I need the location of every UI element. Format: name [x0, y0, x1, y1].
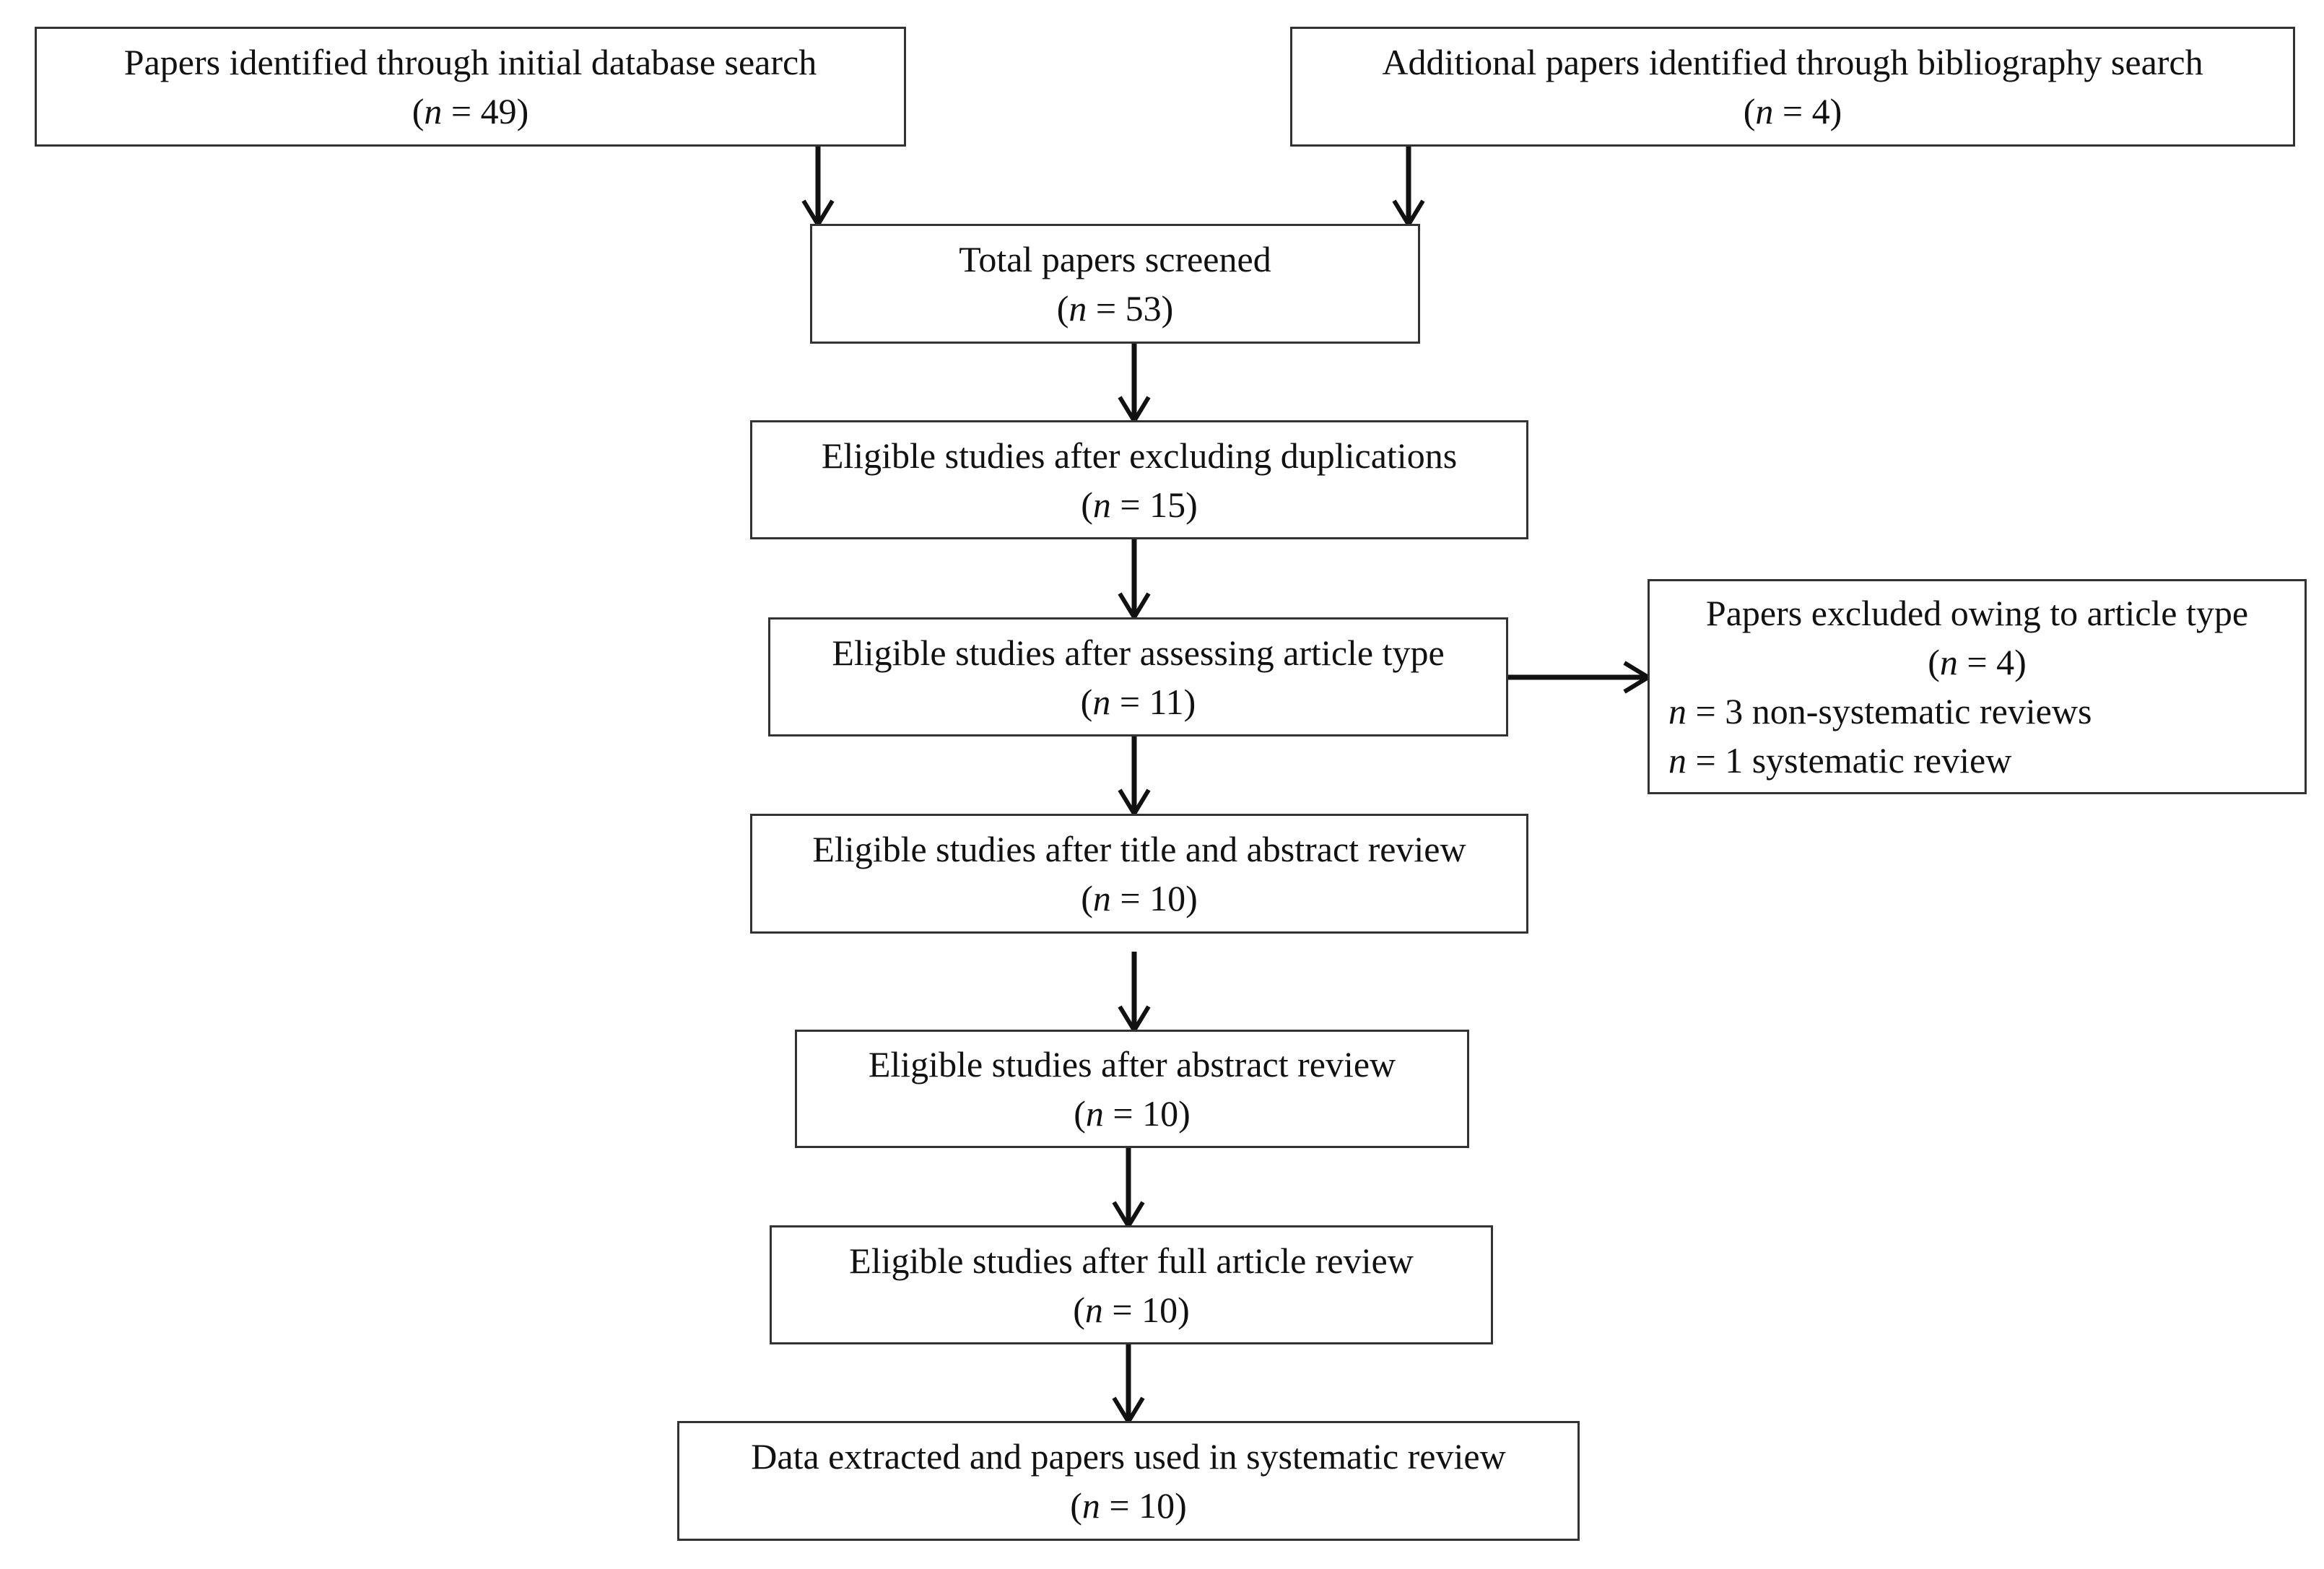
box-title: Eligible studies after full article revi…	[849, 1240, 1414, 1281]
box-title: Papers identified through initial databa…	[123, 42, 817, 82]
box-count: (n = 49)	[412, 91, 529, 131]
box-excluding-duplications: Eligible studies after excluding duplica…	[750, 420, 1528, 539]
box-assessing-article-type: Eligible studies after assessing article…	[768, 617, 1508, 736]
box-title: Data extracted and papers used in system…	[751, 1436, 1506, 1477]
box-count: (n = 53)	[1056, 288, 1174, 329]
excluded-detail-systematic: n = 1 systematic review	[1668, 740, 2012, 781]
box-title: Eligible studies after abstract review	[868, 1044, 1396, 1085]
box-title: Papers excluded owing to article type	[1705, 593, 2249, 633]
box-data-extracted: Data extracted and papers used in system…	[677, 1421, 1580, 1541]
box-count: (n = 10)	[1070, 1485, 1187, 1526]
box-count: (n = 4)	[1928, 642, 2027, 682]
box-title: Eligible studies after excluding duplica…	[821, 435, 1458, 476]
box-abstract-review: Eligible studies after abstract review (…	[795, 1030, 1469, 1148]
box-title: Eligible studies after assessing article…	[832, 632, 1445, 673]
box-excluded-article-type: Papers excluded owing to article type (n…	[1648, 579, 2307, 794]
box-count: (n = 15)	[1081, 484, 1198, 525]
box-count: (n = 10)	[1081, 878, 1198, 918]
box-bibliography-search: Additional papers identified through bib…	[1290, 27, 2295, 147]
box-title: Total papers screened	[959, 239, 1271, 279]
box-title: Eligible studies after title and abstrac…	[812, 829, 1466, 869]
box-full-article-review: Eligible studies after full article revi…	[770, 1225, 1493, 1344]
box-title: Additional papers identified through bib…	[1382, 42, 2203, 82]
box-initial-database-search: Papers identified through initial databa…	[35, 27, 906, 147]
box-count: (n = 4)	[1743, 91, 1842, 131]
box-count: (n = 10)	[1074, 1093, 1191, 1134]
box-total-screened: Total papers screened (n = 53)	[810, 224, 1420, 344]
box-count: (n = 11)	[1080, 681, 1196, 722]
box-title-abstract-review: Eligible studies after title and abstrac…	[750, 814, 1528, 934]
box-count: (n = 10)	[1073, 1289, 1190, 1330]
excluded-detail-non-systematic: n = 3 non-systematic reviews	[1668, 691, 2092, 731]
